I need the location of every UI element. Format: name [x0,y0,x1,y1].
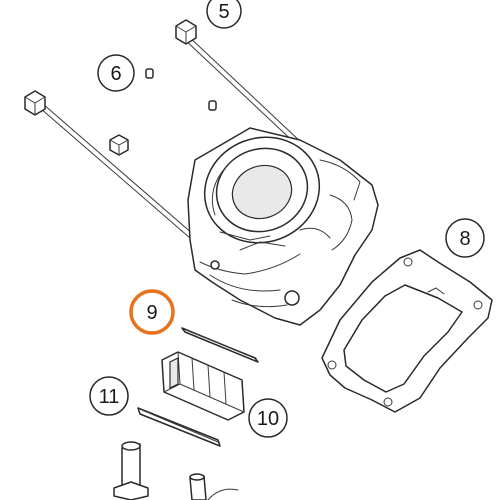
callout-9-label: 9 [146,302,157,324]
callout-11-label: 11 [99,386,120,408]
callout-5: 5 [206,0,242,29]
cylinder-base-gasket [321,249,493,413]
callout-6-label: 6 [110,63,121,85]
needle-bearing-part [161,351,245,421]
callout-6: 6 [97,54,135,92]
circlip-part [137,407,221,447]
callout-10: 10 [248,398,288,438]
callout-8-label: 8 [459,228,470,250]
cylinder-body [187,127,379,326]
callout-10-label: 10 [257,408,279,430]
cylinder-studs [24,19,304,239]
callout-8: 8 [445,218,485,258]
callout-11: 11 [89,376,129,416]
callout-9-highlighted: 9 [129,289,175,335]
piston-ring-part [181,327,259,363]
bottom-bolts [113,441,239,500]
callout-5-label: 5 [218,1,229,23]
